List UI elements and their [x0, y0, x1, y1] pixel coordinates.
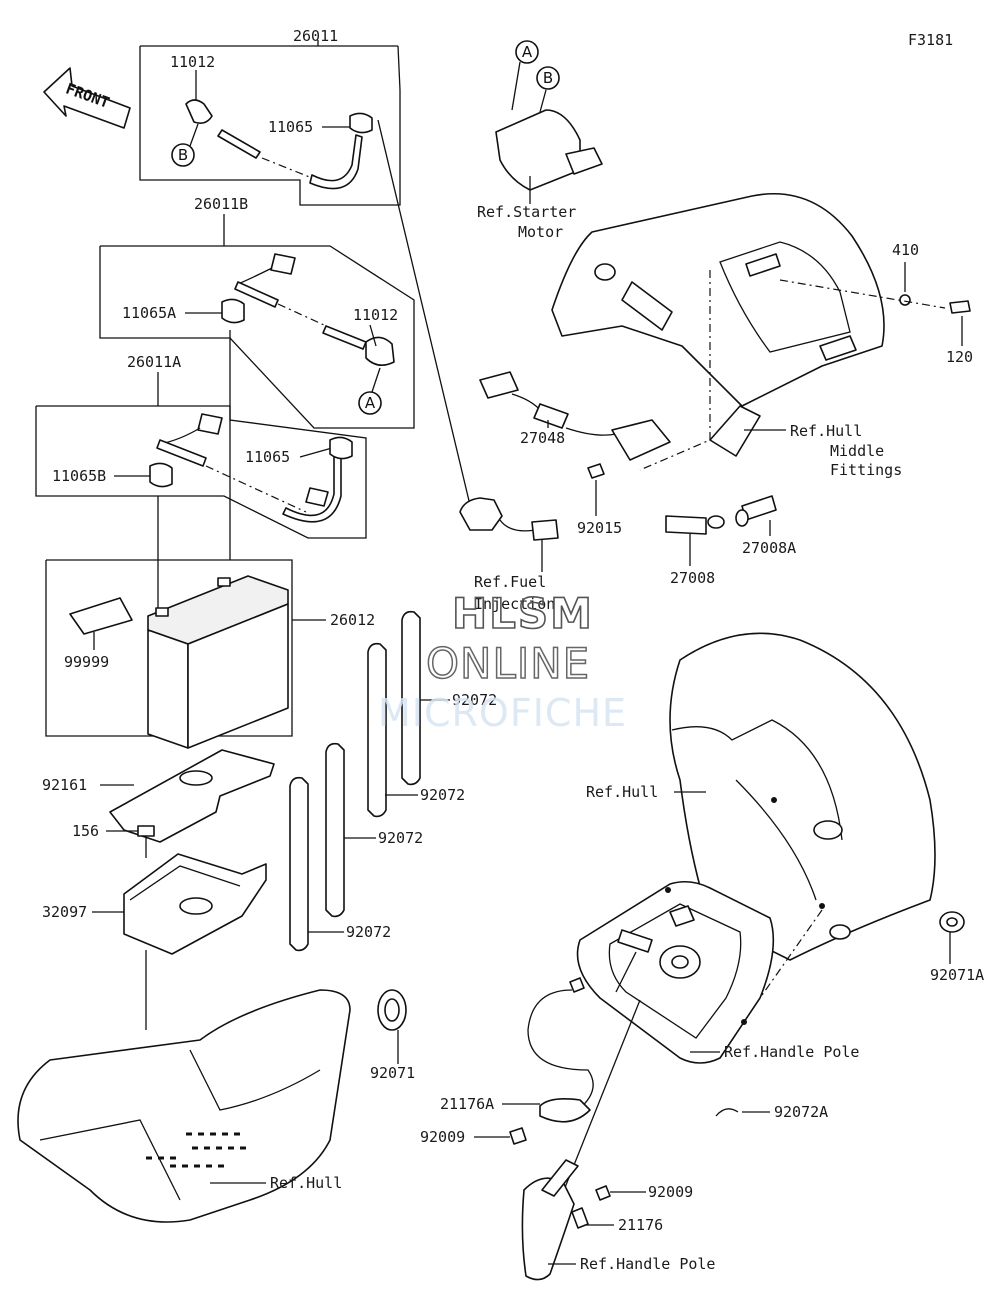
hull-middle-fittings	[551, 192, 885, 407]
bracket-21176A	[539, 1098, 591, 1123]
cover-11065-top	[349, 112, 373, 134]
label-ref-handle-pole-2: Ref.Handle Pole	[580, 1255, 715, 1273]
label-99999: 99999	[64, 653, 109, 671]
watermark-line1: HLSM	[452, 589, 594, 638]
label-27008A: 27008A	[742, 539, 796, 557]
strap-92072-b	[367, 642, 387, 818]
label-11065-mid: 11065	[245, 448, 290, 466]
antenna-wire-group: 21176A 92009 92072A	[420, 977, 828, 1251]
label-92161: 92161	[42, 776, 87, 794]
cover-11065-mid	[329, 436, 353, 460]
label-32097: 32097	[42, 903, 87, 921]
label-26011: 26011	[293, 27, 338, 45]
terminal-cap-11012-mid	[365, 336, 395, 366]
label-ref-hull-right: Ref.Hull	[586, 783, 658, 801]
nut-92015	[587, 463, 605, 479]
label-ref-hull-bottom: Ref.Hull	[270, 1174, 342, 1192]
battery-26012	[187, 603, 289, 749]
label-92072A: 92072A	[774, 1103, 828, 1121]
screw-92009-a	[509, 1127, 527, 1145]
cable-26011	[309, 134, 363, 190]
circle-ref-b-starter: B	[543, 69, 553, 87]
keys-group: 27008 27008A	[665, 495, 796, 587]
plate-92161	[109, 749, 275, 843]
clamp-21176	[571, 1207, 589, 1229]
watermark: HLSM ONLINE MICROFICHE	[378, 588, 627, 735]
strap-92072-a	[401, 610, 421, 786]
label-21176: 21176	[618, 1216, 663, 1234]
front-arrow-icon: FRONT	[43, 67, 131, 129]
terminal-cap-11012	[185, 99, 213, 124]
label-11012-top: 11012	[170, 53, 215, 71]
label-92072-c: 92072	[378, 829, 423, 847]
figure-code: F3181	[908, 31, 953, 49]
label-92071: 92071	[370, 1064, 415, 1082]
label-11065-top: 11065	[268, 118, 313, 136]
starter-motor-group: A B Ref.Starter Motor	[477, 40, 603, 241]
watermark-line2: ONLINE	[426, 639, 590, 688]
label-92015: 92015	[577, 519, 622, 537]
label-26011B: 26011B	[194, 195, 248, 213]
label-27008: 27008	[670, 569, 715, 587]
label-26011A: 26011A	[127, 353, 181, 371]
cover-11065A	[221, 298, 245, 324]
cable-26011-group: 26011 11012 B 11065	[139, 27, 401, 206]
switch-27048-group: 27048 92015	[479, 371, 671, 537]
label-92072-d: 92072	[346, 923, 391, 941]
label-ref-starter-2: Motor	[518, 223, 563, 241]
label-26012: 26012	[330, 611, 375, 629]
hull-bottom-group: Ref.Hull 92071	[17, 989, 415, 1223]
hull-right-group: Ref.Hull 92071A	[586, 632, 984, 984]
hull-middle-group: 410 120 Ref.Hull Middle Fittings	[551, 192, 973, 479]
switch-27048	[611, 419, 671, 461]
fuel-connector	[459, 497, 503, 531]
label-92009-b: 92009	[648, 1183, 693, 1201]
label-11012-mid: 11012	[353, 306, 398, 324]
fuel-injection-group: Ref.Fuel Injection	[459, 497, 559, 613]
cable-26011B-group: 26011B 11065A 11012 A	[99, 195, 415, 429]
label-ref-fuel-2: Injection	[474, 595, 555, 613]
circle-ref-a-starter: A	[522, 43, 533, 61]
label-ref-hull-middle-2: Middle	[830, 442, 884, 460]
cover-11065B	[149, 462, 173, 488]
bolt-120	[949, 300, 971, 314]
circle-ref-b: B	[178, 146, 188, 164]
label-ref-handle-pole-1: Ref.Handle Pole	[724, 1043, 859, 1061]
label-92009-a: 92009	[420, 1128, 465, 1146]
label-156: 156	[72, 822, 99, 840]
label-ref-hull-middle-3: Fittings	[830, 461, 902, 479]
label-ref-starter-1: Ref.Starter	[477, 203, 576, 221]
hull-bottom	[17, 989, 351, 1223]
battery-tray-group: 92161 156 32097	[42, 749, 275, 1030]
label-92072-b: 92072	[420, 786, 465, 804]
label-11065A: 11065A	[122, 304, 176, 322]
washer-410	[899, 294, 911, 306]
hull-right	[669, 632, 936, 961]
watermark-line3: MICROFICHE	[378, 691, 627, 735]
battery-group: 26012 99999	[45, 559, 375, 749]
label-ref-hull-middle-1: Ref.Hull	[790, 422, 862, 440]
label-11065B: 11065B	[52, 467, 106, 485]
label-410: 410	[892, 241, 919, 259]
label-92071A: 92071A	[930, 966, 984, 984]
strap-92072-c	[325, 742, 345, 918]
key-27008	[665, 515, 707, 535]
handle-pole-bottom-group: 92009 21176 Ref.Handle Pole	[521, 1159, 715, 1281]
label-21176A: 21176A	[440, 1095, 494, 1113]
label-120: 120	[946, 348, 973, 366]
label-92072-a: 92072	[452, 691, 497, 709]
strap-92072-d	[289, 776, 309, 952]
cable-26011A	[282, 449, 342, 523]
sticker-99999	[69, 597, 133, 635]
straps-92072-group: 92072 92072 92072 92072	[289, 610, 497, 952]
handle-pole-group: Ref.Handle Pole	[576, 880, 859, 1064]
circle-ref-a: A	[365, 394, 376, 412]
cable-26011A-group: 26011A 11065B 11065	[35, 353, 367, 539]
starter-motor	[495, 109, 581, 191]
label-ref-fuel-1: Ref.Fuel	[474, 573, 546, 591]
screw-92009-b	[595, 1185, 611, 1201]
label-27048: 27048	[520, 429, 565, 447]
